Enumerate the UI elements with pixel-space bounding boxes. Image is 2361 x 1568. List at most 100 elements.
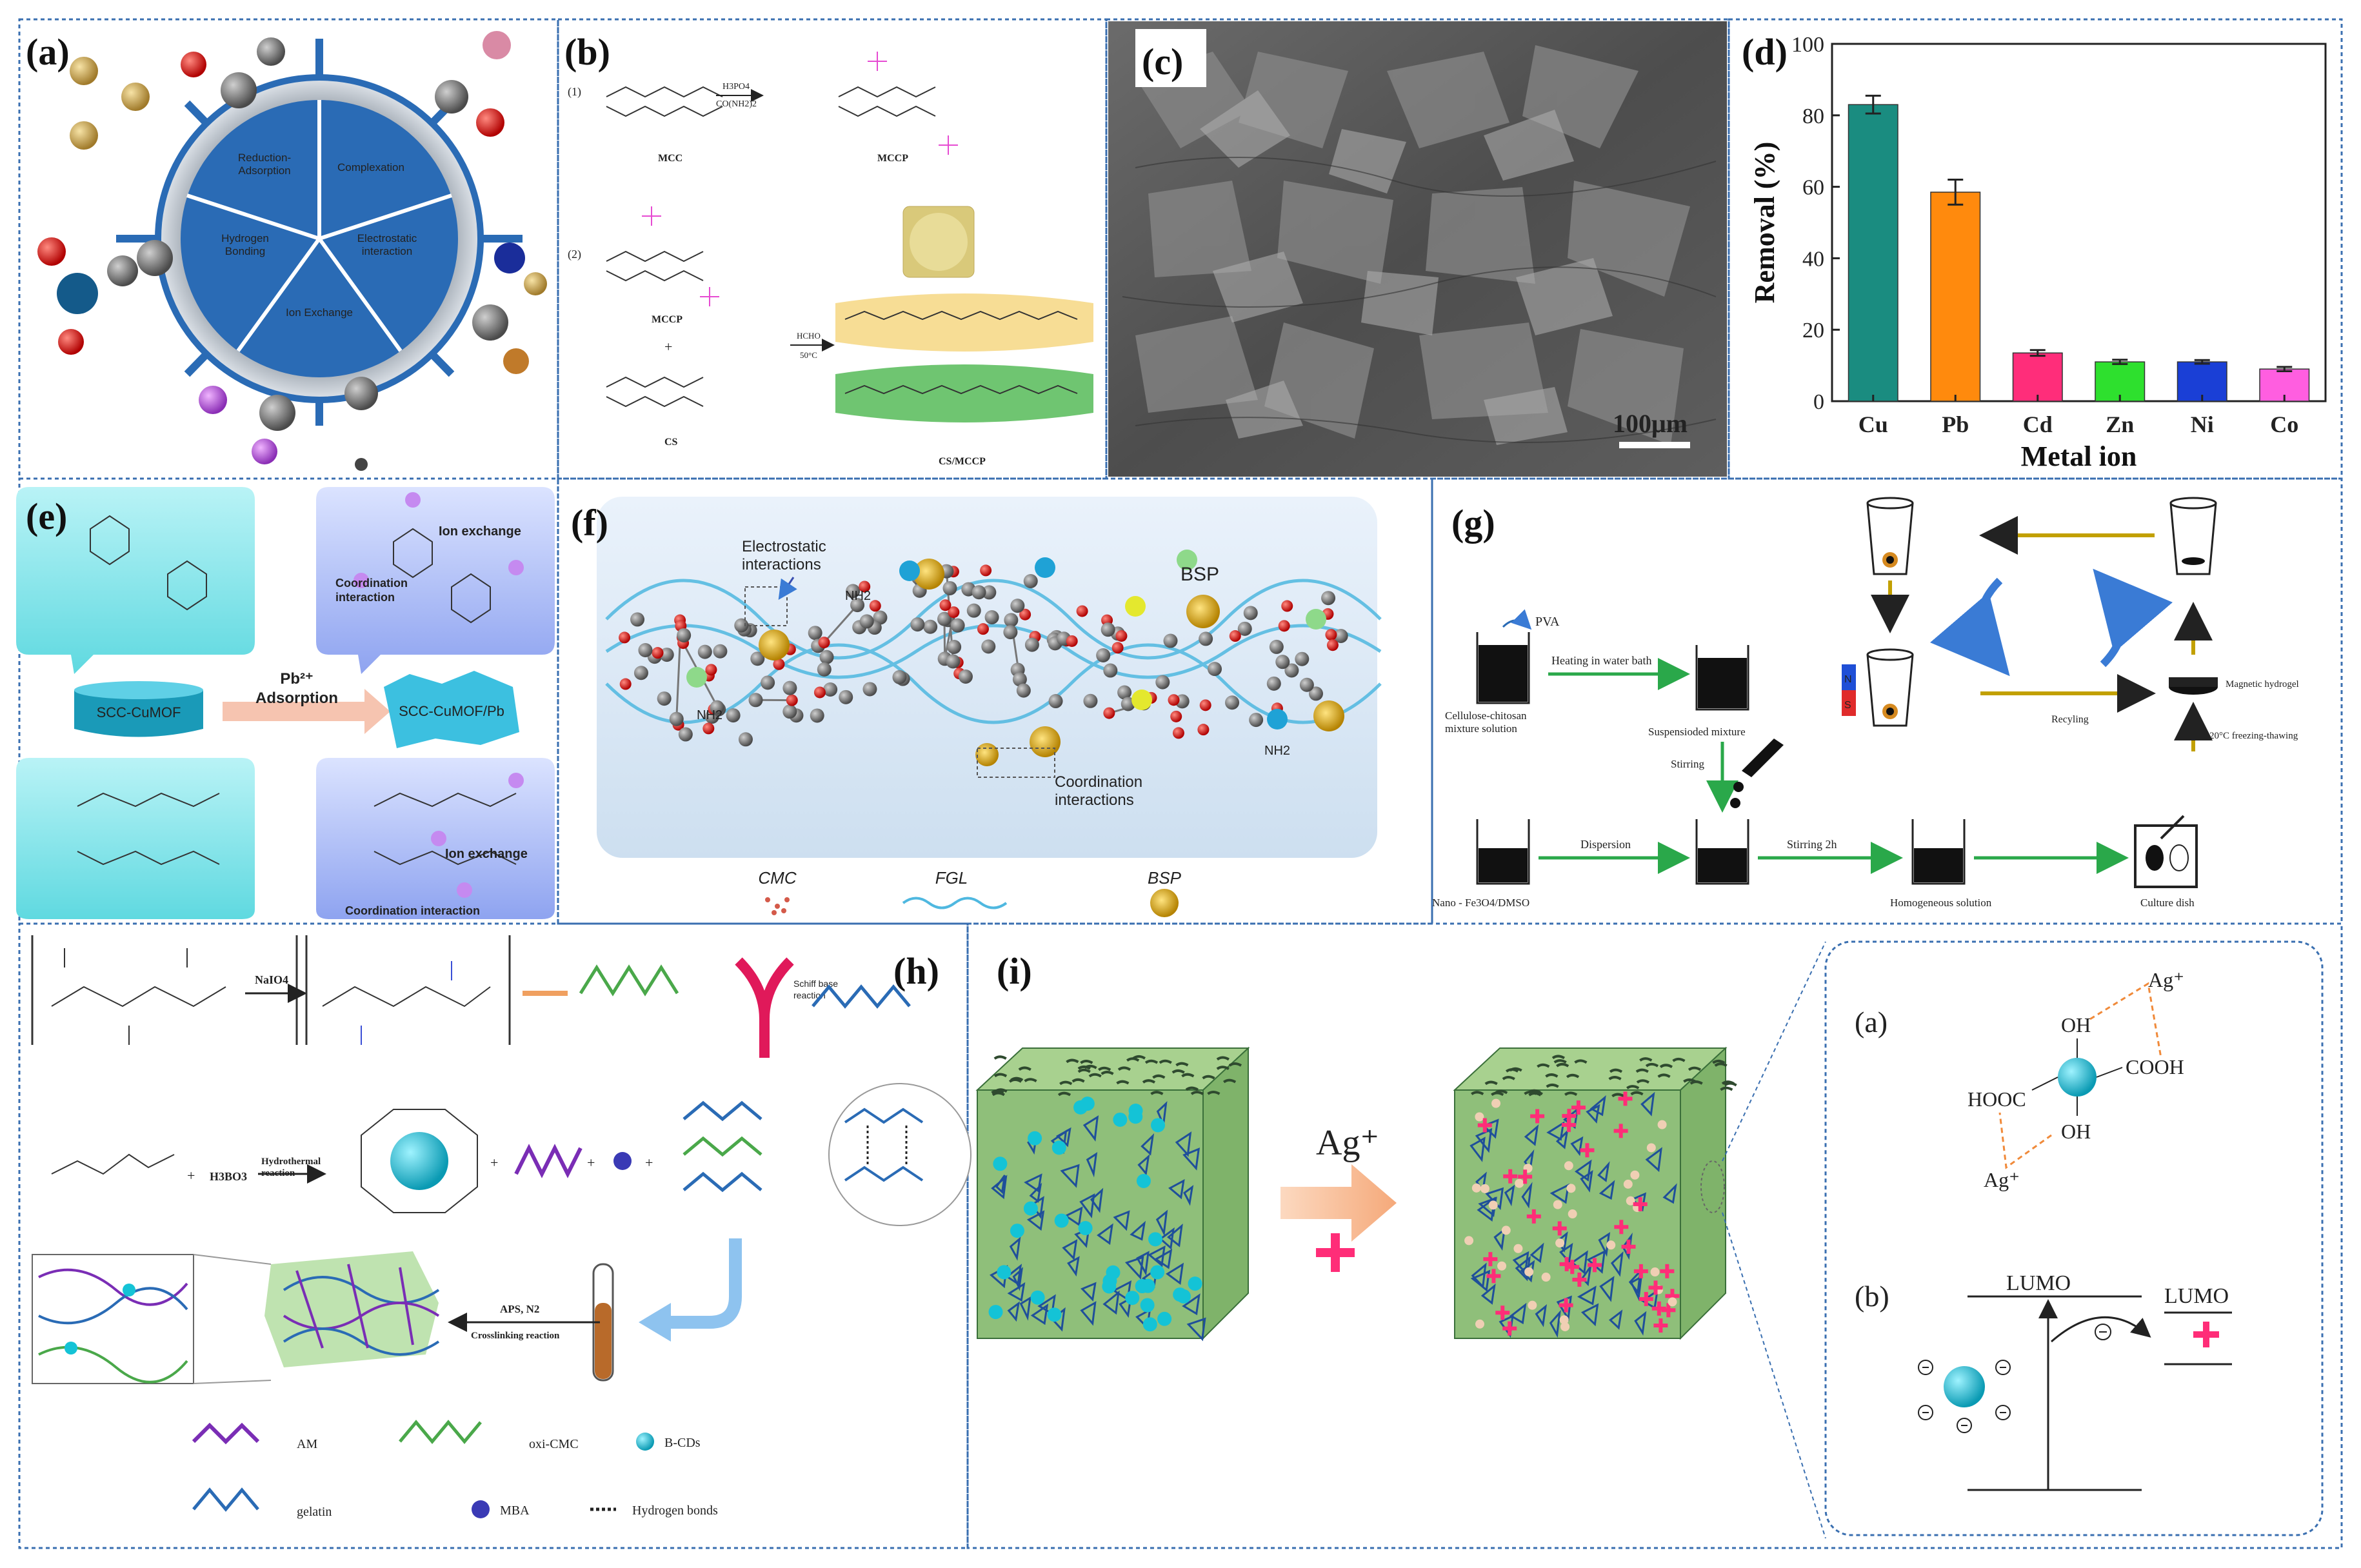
surface-pore	[1159, 1059, 1172, 1064]
scale-bar	[1619, 442, 1690, 448]
atom	[1266, 676, 1281, 691]
surface-pore	[1537, 1063, 1550, 1068]
surface-pore	[1611, 1093, 1625, 1098]
pore	[1493, 1227, 1506, 1251]
bcd-dot	[1135, 1279, 1150, 1294]
pore	[1067, 1256, 1080, 1277]
am-chain	[514, 1144, 583, 1178]
pore	[1182, 1293, 1200, 1316]
surface-pore	[1712, 1059, 1726, 1064]
surface-pore	[1181, 1073, 1195, 1078]
atom	[980, 564, 992, 577]
surface-pore	[1126, 1057, 1140, 1062]
sub-label-b: (b)	[1855, 1280, 1889, 1313]
crosslinking-label: Crosslinking reaction	[471, 1331, 560, 1341]
ag-bottom: Ag⁺	[1984, 1168, 2020, 1191]
pore	[1471, 1262, 1487, 1289]
scale-bar-label: 100μm	[1613, 409, 1688, 438]
atom	[923, 619, 938, 634]
plus-h-1: +	[187, 1167, 195, 1184]
x-tick-label: Pb	[1942, 412, 1969, 437]
label-f: (f)	[571, 502, 608, 544]
ag-plus	[1592, 1258, 1597, 1273]
ag-particle	[1488, 1200, 1498, 1210]
atom	[702, 722, 715, 735]
pore	[1030, 1304, 1049, 1325]
pore	[1610, 1251, 1624, 1277]
pore	[1599, 1180, 1615, 1200]
surface-pore	[1471, 1091, 1484, 1096]
surface-pore	[1080, 1060, 1093, 1064]
ag-plus	[1488, 1252, 1493, 1267]
surface-pore	[1566, 1073, 1580, 1078]
y-tick-label: 80	[1802, 104, 1824, 128]
panel-borders	[18, 18, 2343, 1549]
atom	[726, 708, 741, 723]
pore	[1111, 1280, 1132, 1302]
atom	[657, 691, 672, 706]
ag-particle	[1475, 1319, 1484, 1329]
surface-pore	[1202, 1075, 1215, 1080]
bcd-core	[390, 1132, 448, 1190]
surface-pore	[1117, 1066, 1131, 1071]
atom	[1016, 683, 1031, 698]
surface-pore	[1551, 1055, 1566, 1060]
atom	[966, 603, 981, 618]
bubble-top-right	[316, 487, 555, 674]
atom	[958, 669, 973, 684]
bcd-dot	[1128, 1109, 1143, 1124]
atom	[1083, 693, 1098, 708]
legend-fgl-label: FGL	[935, 868, 968, 888]
atom	[1168, 694, 1180, 706]
bcd-dot	[1188, 1276, 1202, 1291]
ag-plus	[1482, 1118, 1487, 1133]
pore	[1580, 1170, 1593, 1193]
atom	[869, 600, 881, 612]
ag-plus	[1531, 1209, 1536, 1224]
surface-pore	[1066, 1058, 1079, 1064]
bcd-dot	[1157, 1311, 1172, 1326]
atom	[1170, 710, 1182, 722]
pore	[1080, 1301, 1097, 1326]
y-tick-label: 0	[1813, 390, 1824, 414]
bond	[823, 604, 859, 644]
step-1: (1)	[568, 85, 581, 99]
atom	[948, 606, 960, 619]
scc-cumof-pb-block	[384, 671, 519, 748]
atom	[1003, 625, 1018, 640]
atom	[705, 664, 717, 676]
surface-pore	[1645, 1062, 1659, 1067]
ag-particle	[1555, 1238, 1565, 1248]
ag-particle	[1528, 1300, 1537, 1310]
ion-exchange-top: Ion exchange	[439, 524, 521, 539]
ag-plus	[1619, 1124, 1623, 1138]
label-d: (d)	[1742, 31, 1788, 73]
bcd-dot	[988, 1305, 1003, 1320]
pore	[1141, 1133, 1155, 1156]
ag-particle	[1553, 1200, 1562, 1209]
suspended-label: Suspensioded mixture	[1648, 726, 1746, 738]
x-tick-label: Zn	[2106, 412, 2134, 437]
surface-pore	[1077, 1065, 1091, 1070]
ag-particle	[1480, 1184, 1489, 1193]
surface-pore	[1142, 1079, 1156, 1084]
atom	[1012, 672, 1027, 687]
legend-oxi-icon	[399, 1420, 482, 1444]
atom	[630, 612, 645, 627]
atom	[1225, 695, 1240, 710]
atom	[1076, 605, 1088, 617]
surface-pore	[1088, 1073, 1102, 1078]
panel-g: (g) PVA Heating in water bath Cellulose-…	[1432, 497, 2299, 909]
bcd-dot	[1148, 1232, 1163, 1247]
legend-mba-icon	[472, 1500, 490, 1518]
ion-exchange-bottom: Ion exchange	[445, 847, 528, 861]
bcd-dot	[1078, 1221, 1093, 1236]
pore	[1512, 1251, 1529, 1275]
atom	[818, 637, 830, 649]
pore	[1136, 1251, 1150, 1276]
fgl-chains	[605, 579, 1382, 724]
pva-label: PVA	[1535, 615, 1560, 629]
